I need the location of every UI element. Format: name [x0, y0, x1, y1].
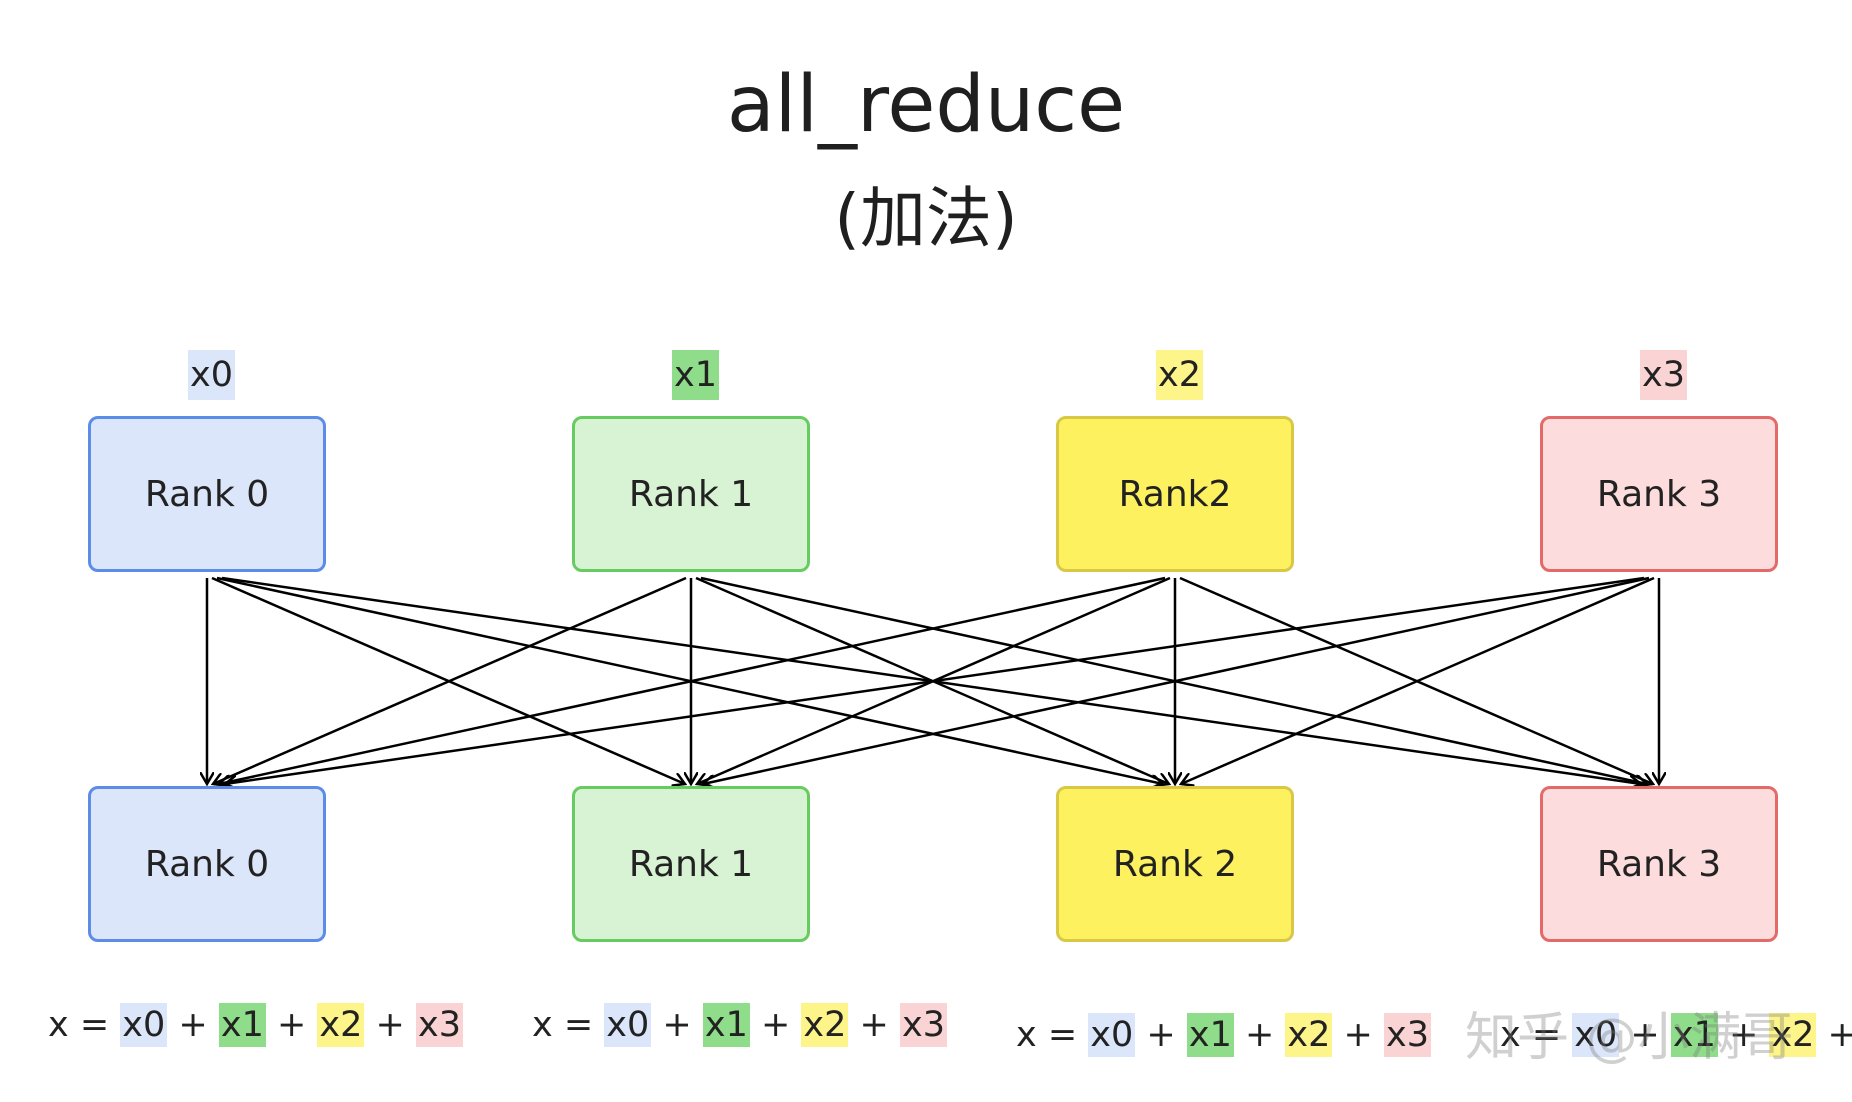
watermark: 知乎 @小满哥 [1465, 1008, 1794, 1068]
rank-label: Rank 3 [1596, 843, 1722, 885]
rank-label: Rank 0 [144, 843, 270, 885]
formula-plus: + [1717, 1015, 1770, 1055]
arrow-rank2-to-rank0 [219, 576, 1166, 784]
arrow-rank3-to-rank1 [703, 576, 1650, 784]
formula-plus: + [1332, 1015, 1384, 1055]
formula-term-x0: x0 [120, 1003, 168, 1047]
formula-term-x1: x1 [1670, 1013, 1718, 1057]
result-formula-0: x = x0 + x1 + x2 + x3 [48, 1003, 463, 1047]
formula-plus: + [651, 1005, 703, 1045]
formula-term-x0: x0 [1572, 1013, 1620, 1057]
rank-label: Rank 3 [1596, 473, 1722, 515]
formula-term-x3: x3 [415, 1003, 463, 1047]
formula-plus: + [1135, 1015, 1187, 1055]
formula-plus: + [848, 1005, 900, 1045]
formula-term-x3: x3 [899, 1003, 947, 1047]
arrow-rank3-to-rank2 [1181, 576, 1655, 784]
formula-lhs: x = [1500, 1015, 1573, 1055]
input-tag-x1: x1 [672, 350, 719, 400]
input-tag-x2: x2 [1156, 350, 1203, 400]
formula-plus: + [167, 1005, 219, 1045]
rank-label: Rank 0 [144, 473, 270, 515]
formula-plus: + [1619, 1015, 1671, 1055]
result-formula-3: x = x0 + x1 + x2 + x3 [1500, 1013, 1852, 1057]
bottom-rank-0: Rank 0 [88, 786, 326, 942]
input-tag-x0: x0 [188, 350, 235, 400]
formula-plus: + [364, 1005, 416, 1045]
formula-term-x2: x2 [801, 1003, 849, 1047]
rank-label: Rank 1 [628, 843, 754, 885]
formula-term-x1: x1 [702, 1003, 750, 1047]
diagram-subtitle: (加法) [834, 180, 1018, 257]
formula-plus: + [1233, 1015, 1286, 1055]
formula-term-x0: x0 [604, 1003, 652, 1047]
rank-label: Rank2 [1118, 473, 1232, 515]
formula-term-x1: x1 [1186, 1013, 1234, 1057]
bottom-rank-3: Rank 3 [1540, 786, 1778, 942]
formula-lhs: x = [1016, 1015, 1089, 1055]
formula-term-x3: x3 [1383, 1013, 1431, 1057]
formula-plus: + [265, 1005, 318, 1045]
formula-term-x2: x2 [317, 1003, 365, 1047]
input-tag-x3: x3 [1640, 350, 1687, 400]
formula-term-x2: x2 [1285, 1013, 1333, 1057]
bottom-rank-1: Rank 1 [572, 786, 810, 942]
formula-term-x1: x1 [218, 1003, 266, 1047]
formula-lhs: x = [48, 1005, 121, 1045]
formula-plus: + [749, 1005, 802, 1045]
rank-label: Rank 1 [628, 473, 754, 515]
top-rank-3: Rank 3 [1540, 416, 1778, 572]
bottom-rank-2: Rank 2 [1056, 786, 1294, 942]
formula-term-x2: x2 [1769, 1013, 1817, 1057]
diagram-title: all_reduce [726, 60, 1126, 150]
arrow-rank3-to-rank0 [225, 576, 1645, 784]
top-rank-0: Rank 0 [88, 416, 326, 572]
top-rank-1: Rank 1 [572, 416, 810, 572]
rank-label: Rank 2 [1112, 843, 1238, 885]
formula-term-x0: x0 [1088, 1013, 1136, 1057]
arrow-rank1-to-rank0 [213, 576, 687, 784]
formula-plus: + [1827, 1015, 1852, 1055]
result-formula-2: x = x0 + x1 + x2 + x3 [1016, 1013, 1431, 1057]
top-rank-2: Rank2 [1056, 416, 1294, 572]
result-formula-1: x = x0 + x1 + x2 + x3 [532, 1003, 947, 1047]
formula-lhs: x = [532, 1005, 605, 1045]
